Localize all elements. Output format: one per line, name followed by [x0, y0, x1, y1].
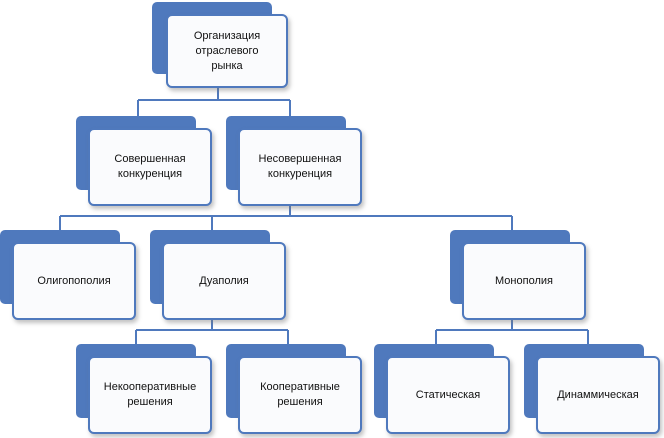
- node-root-label: Организация отраслевого рынка: [193, 29, 261, 72]
- node-static: Статическая: [374, 344, 514, 438]
- node-perfect-competition-box: Совершенная конкуренция: [88, 128, 212, 206]
- node-monopoly-label: Монополия: [495, 274, 553, 287]
- node-oligopoly-box: Олигопополия: [12, 242, 136, 320]
- node-perfect-competition-label: Совершенная конкуренция: [114, 153, 186, 180]
- node-noncooperative: Некооперативные решения: [76, 344, 216, 438]
- node-cooperative: Кооперативные решения: [226, 344, 366, 438]
- node-root: Организация отраслевого рынка: [152, 2, 290, 92]
- node-duopoly: Дуаполия: [150, 230, 290, 324]
- node-imperfect-competition-label: Несовершенная конкуренция: [258, 153, 342, 180]
- node-root-box: Организация отраслевого рынка: [166, 14, 288, 88]
- node-cooperative-box: Кооперативные решения: [238, 356, 362, 434]
- node-dynamic: Динаммическая: [524, 344, 664, 438]
- node-dynamic-label: Динаммическая: [557, 388, 639, 401]
- node-cooperative-label: Кооперативные решения: [260, 381, 340, 408]
- node-static-label: Статическая: [415, 388, 481, 401]
- node-monopoly-box: Монополия: [462, 242, 586, 320]
- node-imperfect-competition: Несовершенная конкуренция: [226, 116, 366, 210]
- node-dynamic-box: Динаммическая: [536, 356, 660, 434]
- node-perfect-competition: Совершенная конкуренция: [76, 116, 216, 210]
- node-duopoly-label: Дуаполия: [199, 274, 249, 287]
- node-static-box: Статическая: [386, 356, 510, 434]
- node-monopoly: Монополия: [450, 230, 590, 324]
- node-oligopoly: Олигопополия: [0, 230, 140, 324]
- node-oligopoly-label: Олигопополия: [37, 274, 111, 287]
- node-duopoly-box: Дуаполия: [162, 242, 286, 320]
- node-imperfect-competition-box: Несовершенная конкуренция: [238, 128, 362, 206]
- node-noncooperative-box: Некооперативные решения: [88, 356, 212, 434]
- node-noncooperative-label: Некооперативные решения: [103, 381, 197, 408]
